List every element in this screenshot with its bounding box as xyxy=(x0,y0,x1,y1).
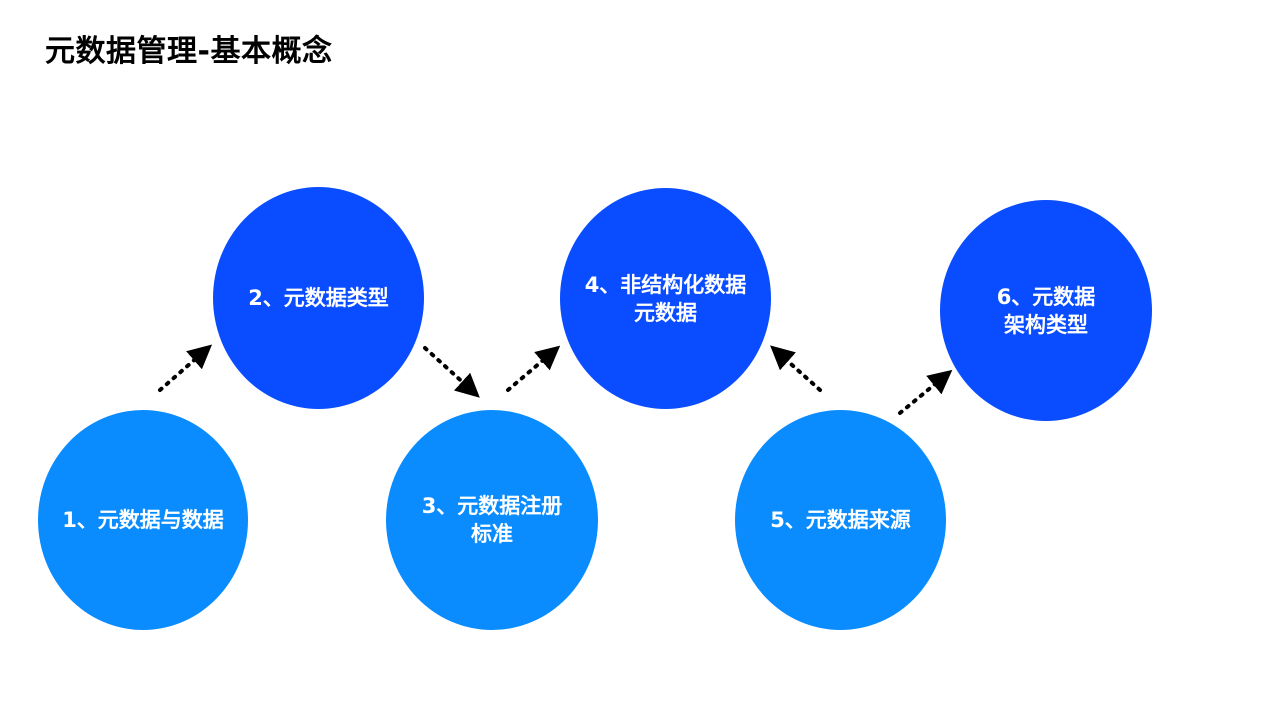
connector-5-to-4 xyxy=(770,345,822,392)
node-6-label: 6、元数据 架构类型 xyxy=(996,284,1096,337)
node-3-metadata-registry-standard: 3、元数据注册 标准 xyxy=(386,410,598,630)
connector-5-to-6 xyxy=(898,369,953,415)
node-2-metadata-types: 2、元数据类型 xyxy=(213,187,424,409)
connector-2-to-3 xyxy=(423,346,480,398)
node-5-metadata-sources: 5、元数据来源 xyxy=(735,410,946,630)
node-1-metadata-and-data: 1、元数据与数据 xyxy=(38,410,248,630)
node-4-unstructured-data-metadata: 4、非结构化数据 元数据 xyxy=(560,188,771,409)
node-5-label: 5、元数据来源 xyxy=(770,508,911,532)
connector-3-to-4 xyxy=(506,345,561,392)
page-title: 元数据管理-基本概念 xyxy=(45,34,333,69)
node-6-metadata-architecture-types: 6、元数据 架构类型 xyxy=(940,200,1152,421)
node-2-label: 2、元数据类型 xyxy=(248,286,389,310)
node-4-label: 4、非结构化数据 元数据 xyxy=(584,272,747,325)
node-1-label: 1、元数据与数据 xyxy=(62,508,224,532)
node-3-label: 3、元数据注册 标准 xyxy=(421,494,563,546)
connector-1-to-2 xyxy=(158,344,213,392)
